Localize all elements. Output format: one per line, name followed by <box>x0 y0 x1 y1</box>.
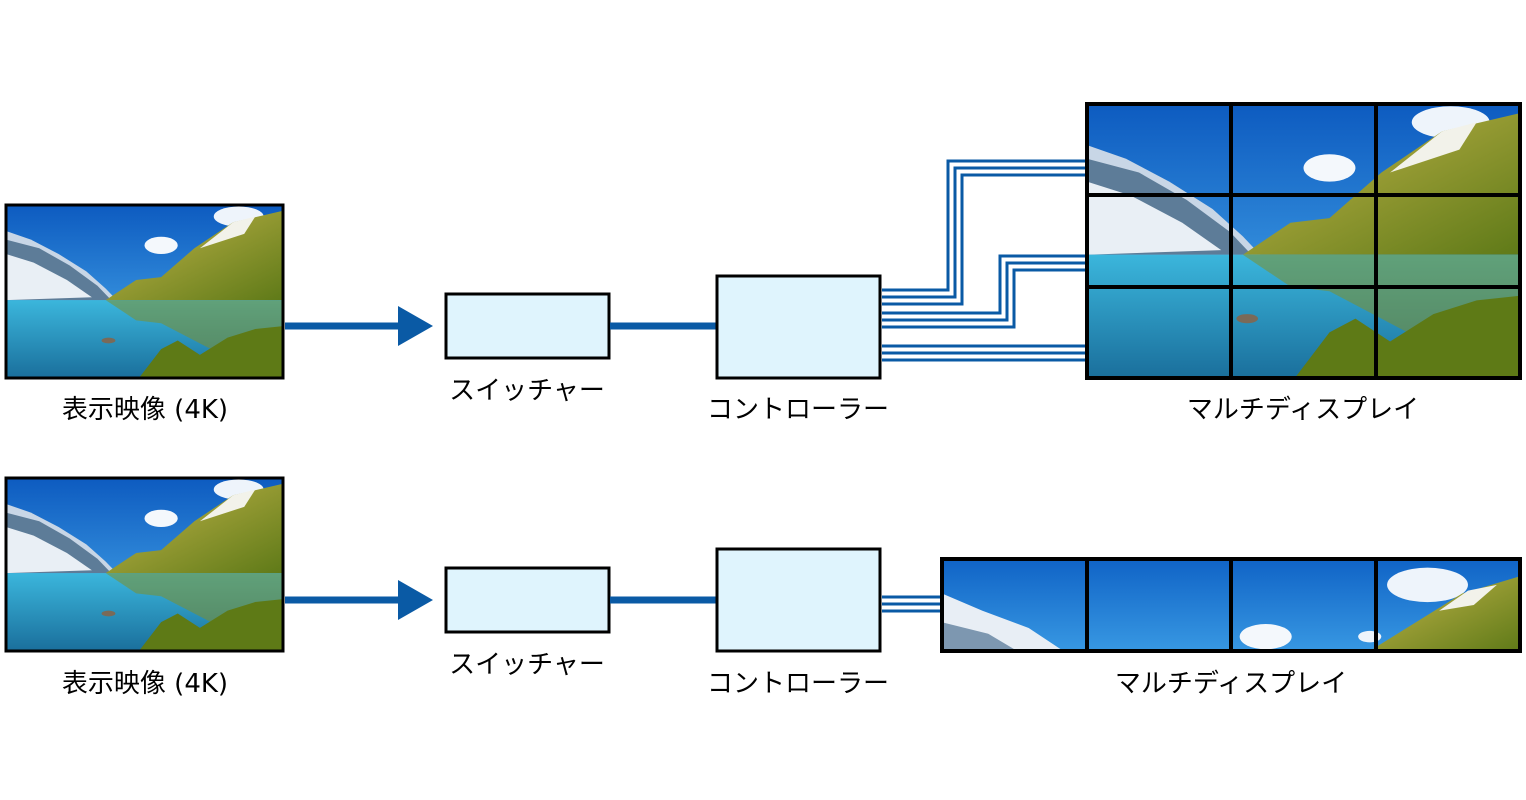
switcher-label: スイッチャー <box>449 650 605 680</box>
display-label: マルチディスプレイ <box>1187 395 1419 425</box>
controller-box <box>715 274 882 380</box>
arrow-source-to-switcher <box>285 306 433 346</box>
controller-label: コントローラー <box>707 669 889 699</box>
row-3x3: 表示映像 (4K) スイッチャー コントローラー <box>4 102 1522 425</box>
cable-bundle <box>882 595 942 613</box>
display-label: マルチディスプレイ <box>1115 669 1347 699</box>
switcher-label: スイッチャー <box>449 376 605 406</box>
multi-display-3x3 <box>1085 102 1522 380</box>
switcher-box <box>444 566 611 634</box>
controller-label: コントローラー <box>707 395 889 425</box>
source-label: 表示映像 (4K) <box>62 669 228 699</box>
multi-display-4x1 <box>940 557 1522 653</box>
controller-box <box>715 547 882 653</box>
source-label: 表示映像 (4K) <box>62 395 228 425</box>
switcher-box <box>444 292 611 360</box>
source-image <box>4 476 285 653</box>
cable-bundle <box>882 159 1087 362</box>
source-image <box>4 203 285 380</box>
row-4x1: 表示映像 (4K) スイッチャー コントローラー <box>4 476 1522 699</box>
arrow-source-to-switcher <box>285 580 433 620</box>
